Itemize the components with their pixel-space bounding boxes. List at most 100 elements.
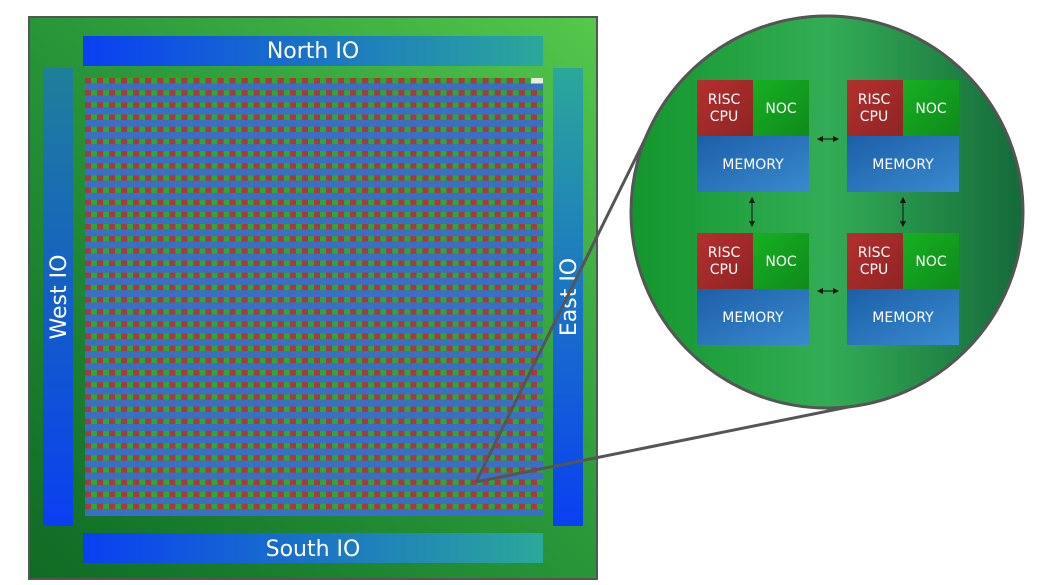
core-cpu-cell xyxy=(289,333,296,339)
cpu-block xyxy=(697,80,753,136)
core-memory-cell xyxy=(193,351,206,358)
core-cpu-cell xyxy=(506,370,513,376)
core-memory-cell xyxy=(410,363,423,370)
core-noc-cell xyxy=(127,272,134,279)
core-memory-cell xyxy=(301,205,314,212)
core-noc-cell xyxy=(452,406,459,412)
core-memory-cell xyxy=(121,399,134,407)
core-cpu-cell xyxy=(410,224,417,230)
core-cpu-cell xyxy=(398,114,405,120)
core-memory-cell xyxy=(193,180,206,188)
core-noc-cell xyxy=(91,175,98,181)
core-cpu-cell xyxy=(410,455,417,461)
core-noc-cell xyxy=(476,333,483,339)
core-cpu-cell xyxy=(169,455,176,461)
core-cpu-cell xyxy=(410,394,417,400)
core-cpu-cell xyxy=(253,443,260,449)
core-cpu-cell xyxy=(229,260,236,266)
core-memory-cell xyxy=(314,448,327,456)
core-cpu-cell xyxy=(374,126,381,133)
core-memory-cell xyxy=(133,278,146,285)
core-cpu-cell xyxy=(217,406,224,412)
core-cpu-cell xyxy=(145,503,152,510)
core-memory-cell xyxy=(362,448,375,456)
core-cpu-cell xyxy=(121,443,128,449)
core-memory-cell xyxy=(109,411,122,419)
core-cpu-cell xyxy=(205,503,212,510)
core-memory-cell xyxy=(241,363,254,370)
core-memory-cell xyxy=(253,95,266,103)
core-cpu-cell xyxy=(518,418,525,425)
core-noc-cell xyxy=(271,418,278,425)
core-noc-cell xyxy=(247,163,254,169)
core-memory-cell xyxy=(398,424,411,431)
core-cpu-cell xyxy=(169,309,176,315)
core-memory-cell xyxy=(494,351,507,358)
core-memory-cell xyxy=(434,314,447,322)
core-cpu-cell xyxy=(277,151,284,157)
core-noc-cell xyxy=(187,187,194,193)
core-noc-cell xyxy=(488,333,495,339)
core-noc-cell xyxy=(247,491,254,498)
core-noc-cell xyxy=(368,370,375,376)
core-memory-cell xyxy=(410,241,423,249)
core-memory-cell xyxy=(518,484,531,492)
core-noc-cell xyxy=(187,102,194,108)
core-memory-cell xyxy=(217,326,230,334)
core-memory-cell xyxy=(518,180,531,188)
core-noc-cell xyxy=(223,309,230,315)
core-memory-cell xyxy=(530,265,543,273)
core-noc-cell xyxy=(223,199,230,206)
core-noc-cell xyxy=(235,467,242,473)
core-noc-cell xyxy=(440,78,447,84)
core-memory-cell xyxy=(97,472,110,480)
core-memory-cell xyxy=(121,302,134,310)
core-cpu-cell xyxy=(121,284,128,291)
core-cpu-cell xyxy=(109,357,116,364)
core-noc-cell xyxy=(344,430,351,437)
core-noc-cell xyxy=(127,357,134,364)
core-noc-cell xyxy=(536,394,543,400)
core-memory-cell xyxy=(145,290,158,297)
core-memory-cell xyxy=(458,363,471,370)
core-cpu-cell xyxy=(434,418,441,425)
core-cpu-cell xyxy=(253,394,260,400)
core-memory-cell xyxy=(326,156,339,164)
core-noc-cell xyxy=(163,102,170,108)
core-memory-cell xyxy=(470,387,483,395)
core-noc-cell xyxy=(380,248,387,254)
core-memory-cell xyxy=(362,460,375,468)
core-memory-cell xyxy=(482,144,495,151)
core-cpu-cell xyxy=(458,284,465,291)
core-cpu-cell xyxy=(205,199,212,206)
core-memory-cell xyxy=(121,375,134,383)
core-memory-cell xyxy=(434,217,447,224)
core-memory-cell xyxy=(109,375,122,383)
core-noc-cell xyxy=(187,90,194,96)
core-memory-cell xyxy=(506,132,519,139)
core-memory-cell xyxy=(157,95,170,103)
core-memory-cell xyxy=(326,411,339,419)
core-noc-cell xyxy=(295,443,302,449)
core-memory-cell xyxy=(85,144,98,151)
core-cpu-cell xyxy=(350,333,357,339)
core-memory-cell xyxy=(506,192,519,200)
core-cpu-cell xyxy=(506,394,513,400)
core-cpu-cell xyxy=(157,491,164,498)
core-memory-cell xyxy=(458,314,471,322)
core-noc-cell xyxy=(115,309,122,315)
core-cpu-cell xyxy=(506,333,513,339)
core-noc-cell xyxy=(175,406,182,412)
core-memory-cell xyxy=(314,290,327,297)
core-noc-cell xyxy=(320,211,327,218)
core-noc-cell xyxy=(103,382,110,388)
core-noc-cell xyxy=(368,333,375,339)
core-cpu-cell xyxy=(241,467,248,473)
core-noc-cell xyxy=(440,126,447,133)
core-cpu-cell xyxy=(386,309,393,315)
core-memory-cell xyxy=(133,205,146,212)
core-memory-cell xyxy=(145,253,158,261)
core-memory-cell xyxy=(217,351,230,358)
core-noc-cell xyxy=(283,418,290,425)
core-cpu-cell xyxy=(350,321,357,327)
